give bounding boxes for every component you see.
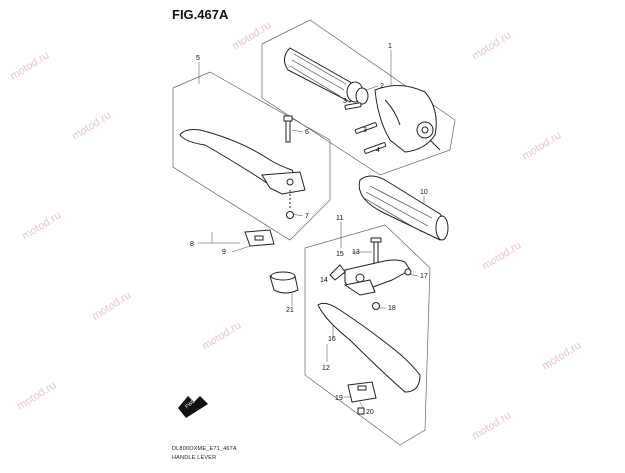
callout-4: 4	[376, 147, 380, 154]
callout-1: 1	[388, 43, 392, 50]
callout-labels: 1 2 3 3 4 5 6 7 8 9 10 11 12 13 14 15 16…	[190, 43, 428, 416]
callout-14: 14	[320, 277, 328, 284]
callout-10: 10	[420, 189, 428, 196]
lever-boot-part	[269, 271, 299, 294]
callout-2: 2	[380, 83, 384, 90]
callout-15: 15	[336, 251, 344, 258]
callout-8: 8	[190, 241, 194, 248]
callout-11: 11	[336, 215, 343, 222]
callout-20: 20	[366, 409, 374, 416]
callout-19: 19	[335, 395, 343, 402]
callout-16: 16	[328, 336, 336, 343]
callout-5: 5	[196, 55, 200, 62]
callout-9: 9	[222, 249, 226, 256]
assembly-boxes	[172, 19, 456, 446]
figure-model-code: DL800OXME_E71_467A	[172, 446, 237, 452]
callout-3b: 3	[363, 127, 367, 134]
callout-12: 12	[322, 365, 330, 372]
box-brake-lever	[304, 224, 431, 446]
callout-17: 17	[420, 273, 428, 280]
figure-caption: HANDLE LEVER	[172, 455, 217, 461]
throttle-grip-part	[284, 47, 369, 105]
clutch-lever-part	[179, 115, 306, 247]
leader-lines	[198, 50, 425, 411]
box-grip-throttle	[261, 19, 456, 176]
brake-lever-part	[317, 237, 421, 415]
callout-21: 21	[286, 307, 294, 314]
callout-18: 18	[388, 305, 396, 312]
left-grip-part	[358, 175, 449, 241]
throttle-housing-part	[344, 85, 441, 154]
callout-7: 7	[305, 213, 309, 220]
box-clutch-lever	[172, 71, 331, 241]
figure-title: FIG.467A	[172, 7, 229, 22]
callout-13: 13	[352, 249, 360, 256]
callout-3: 3	[343, 98, 347, 105]
callout-6: 6	[305, 129, 309, 136]
fwd-arrow-icon: FWD	[178, 396, 208, 418]
